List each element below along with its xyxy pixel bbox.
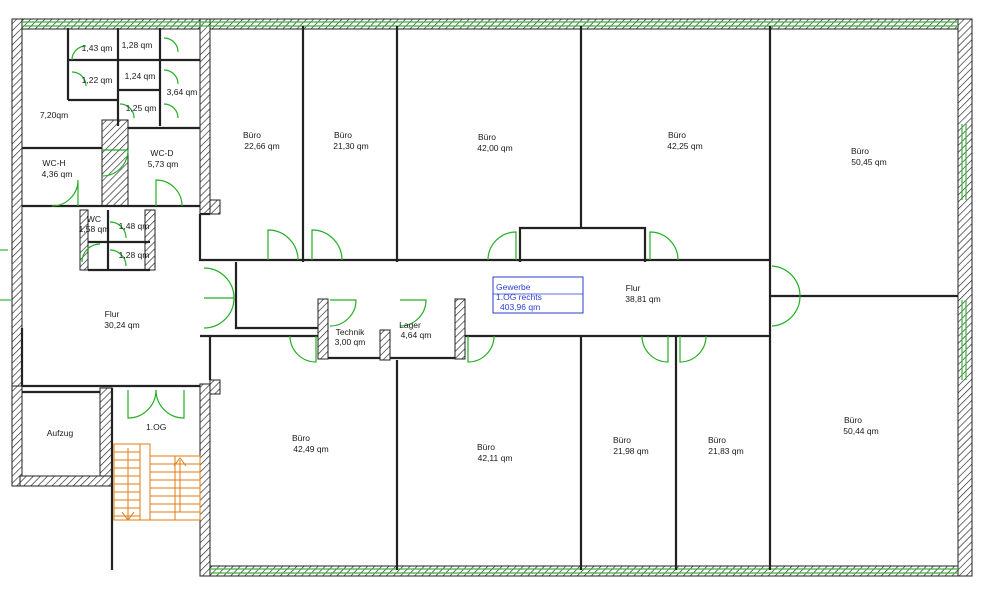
room-label: 1,22 qm: [82, 75, 113, 85]
info-box-title: Gewerbe: [496, 282, 531, 292]
room-label: Aufzug: [47, 428, 74, 438]
info-box-frame: [492, 276, 584, 314]
staircase: [113, 443, 201, 521]
room-label: 1,28 qm: [122, 40, 153, 50]
interior-walls: [20, 26, 958, 570]
info-box: Gewerbe 1.OG rechts 403,96 qm: [492, 276, 584, 314]
info-box-unit: 1.OG rechts: [496, 292, 542, 302]
windows: [0, 21, 967, 574]
room-label: 1,43 qm: [82, 43, 113, 53]
info-box-area: 403,96 qm: [500, 302, 540, 312]
room-label: 7,20qm: [40, 110, 68, 120]
room-label: 3,64 qm: [167, 87, 198, 97]
room-label: 1,48 qm: [119, 221, 150, 231]
room-label: 1,24 qm: [125, 71, 156, 81]
room-labels: 1,43 qm 1,28 qm 1,22 qm 1,24 qm 3,64 qm …: [40, 40, 887, 463]
room-label: 1,25 qm: [126, 103, 157, 113]
room-label: 1,28 qm: [119, 250, 150, 260]
floor-label: 1.OG: [146, 422, 166, 432]
doors: [51, 37, 801, 419]
